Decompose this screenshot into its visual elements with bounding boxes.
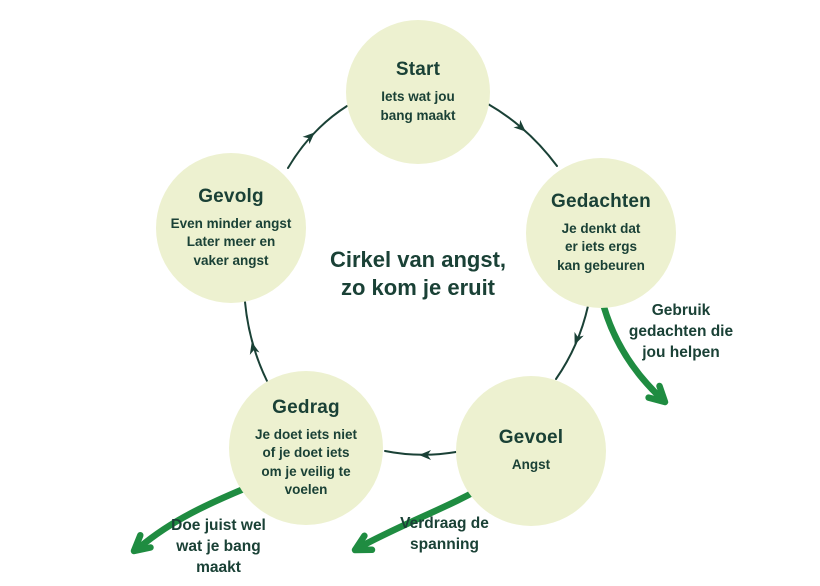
exit-arrowhead-verdraag (351, 532, 376, 554)
node-gevoel-title: Gevoel (498, 427, 564, 449)
arrowhead-gevolg-to-start (302, 132, 315, 145)
node-gedrag-title: Gedrag (272, 397, 340, 419)
arrow-start-to-gedachten (487, 103, 558, 167)
diagram-title: Cirkel van angst, zo kom je eruit (329, 247, 507, 301)
arrowhead-gedachten-to-gevoel (574, 331, 584, 345)
exit-label-verdraag: Verdraag de spanning (400, 515, 489, 553)
node-gedachten-title: Gedachten (551, 191, 651, 213)
node-gedrag-body: Je doet iets niet of je doet iets om je … (254, 427, 358, 497)
arrow-gedachten-to-gevoel (555, 305, 589, 380)
node-start-body: Iets wat jou bang maakt (380, 89, 456, 123)
node-gedachten-body: Je denkt dat er iets ergs kan gebeuren (557, 221, 645, 273)
node-start: Start Iets wat jou bang maakt (346, 20, 490, 164)
arrowhead-gedrag-to-gevolg (249, 342, 260, 355)
exit-arrowhead-gebruik (645, 382, 669, 406)
node-gevolg-title: Gevolg (198, 186, 264, 208)
arrow-gevolg-to-start (287, 105, 348, 169)
arrowhead-gevoel-to-gedrag (419, 450, 431, 460)
exit-arrowhead-doe (130, 532, 154, 555)
node-gevolg-body: Even minder angst Later meer en vaker an… (170, 216, 292, 268)
exit-label-doe: Doe juist wel wat je bang maakt (171, 517, 266, 576)
exit-arrow-gebruik (597, 292, 666, 403)
arrowhead-start-to-gedachten (513, 119, 526, 132)
node-gevolg: Gevolg Even minder angst Later meer en v… (156, 153, 306, 303)
node-gevoel: Gevoel Angst (456, 376, 606, 526)
arrow-gedrag-to-gevolg (244, 301, 268, 382)
arrow-gevoel-to-gedrag (384, 450, 457, 456)
node-gedachten: Gedachten Je denkt dat er iets ergs kan … (526, 158, 676, 308)
node-gevoel-body: Angst (511, 457, 551, 473)
exit-arrow-doe (136, 484, 250, 551)
node-gedrag: Gedrag Je doet iets niet of je doet iets… (229, 371, 383, 525)
exit-label-gebruik: Gebruik gedachten die jou helpen (628, 302, 734, 361)
node-start-title: Start (395, 59, 441, 81)
